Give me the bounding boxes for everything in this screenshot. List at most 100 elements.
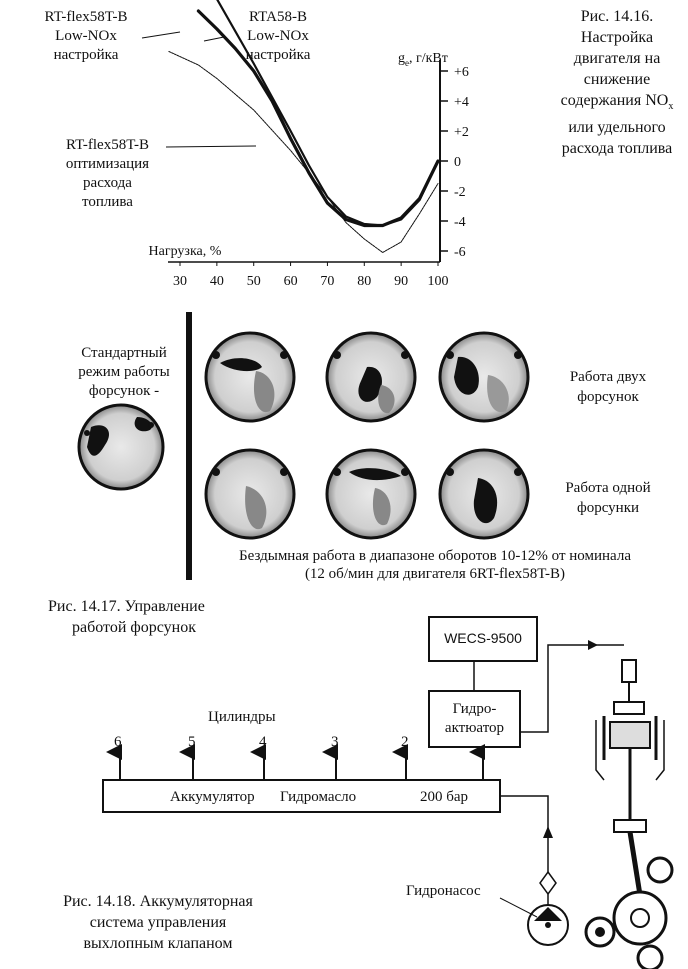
label-line: RT-flex58T-B	[44, 9, 128, 25]
ge-symbol: g	[398, 51, 405, 66]
spray-plume	[253, 371, 275, 413]
fig1416-caption: Рис. 14.16. Настройка двигателя на сниже…	[552, 6, 682, 159]
ge-sub: e	[405, 57, 409, 68]
cylinder-feed-arrows	[106, 744, 485, 780]
check-valve	[539, 870, 557, 896]
spray-plume	[220, 358, 262, 372]
injector-nozzle	[212, 351, 220, 359]
pump-label: Гидронасос	[406, 883, 481, 899]
spray-plume	[358, 366, 382, 402]
x-tick-label: 90	[394, 274, 408, 289]
caption-line: Рис. 14.17. Управление	[48, 598, 205, 615]
injector-nozzle	[84, 430, 90, 436]
fig1417-caption: Рис. 14.17. Управление работой форсунок	[48, 596, 205, 638]
injector-nozzle	[333, 351, 341, 359]
label-line: RTA58-B	[249, 9, 307, 25]
line-arrowhead	[543, 826, 553, 838]
wecs-box	[428, 616, 538, 662]
injector-nozzle	[401, 468, 409, 476]
label-line: Low-NOx	[55, 28, 117, 44]
y-tick-label: -4	[454, 215, 466, 230]
engine-crank-mechanism	[584, 659, 674, 969]
leader-line-flex-lownox	[141, 31, 181, 39]
x-tick-label: 100	[428, 274, 449, 289]
y-tick-label: 0	[454, 155, 461, 170]
rail-accumulator-text: Аккумулятор	[170, 789, 255, 805]
cylinder-two-injectors-c	[438, 331, 530, 423]
wecs-label: WECS-9500	[444, 630, 522, 646]
connecting-rod	[627, 831, 643, 896]
x-tick-label: 60	[284, 274, 298, 289]
spray-plume	[487, 375, 509, 413]
x-tick-label: 50	[247, 274, 261, 289]
fig1418-caption: Рис. 14.18. Аккумуляторная система управ…	[28, 891, 288, 954]
ge-unit: , г/кВт	[409, 51, 448, 66]
series-line-1	[196, 9, 440, 228]
injector-nozzle	[446, 468, 454, 476]
pump-shaft	[545, 922, 551, 928]
label-line: режим работы	[78, 364, 170, 380]
bottom-gear	[636, 944, 664, 969]
caption-line: работой форсунок	[72, 619, 196, 636]
spray-plume-left	[87, 425, 110, 456]
label-line: Low-NOx	[247, 28, 309, 44]
label-line: форсунок	[577, 389, 639, 405]
cylinder-one-injector-c	[438, 448, 530, 540]
y-tick-label: +4	[454, 95, 469, 110]
y-tick-label: +6	[454, 65, 469, 80]
label-line: RT-flex58T-B	[66, 137, 149, 153]
cylinder-number-3: 3	[331, 734, 339, 750]
cylinder-standard	[77, 403, 165, 491]
cylinder-number-4: 4	[259, 734, 267, 750]
leader-line-rta-lownox	[203, 36, 225, 42]
note-line: (12 об/мин для двигателя 6RT-flex58T-B)	[304, 566, 566, 582]
cylinder-one-injector-a	[204, 448, 296, 540]
rail-oil-text: Гидромасло	[280, 789, 357, 805]
caption-line: содержания NOx	[552, 90, 682, 117]
spray-plume	[454, 356, 479, 395]
cylinder-one-injector-b	[325, 448, 417, 540]
label-line: топлива	[82, 194, 133, 210]
label-line: Работа одной	[565, 480, 651, 496]
divider-bar	[186, 312, 192, 580]
rail-feed-line	[500, 795, 549, 905]
cylinder-two-injectors-a	[204, 331, 296, 423]
caption-nox-sub: x	[668, 101, 674, 113]
leader-line-flex-opt	[165, 145, 257, 148]
cylinder-number-6: 6	[114, 734, 122, 750]
caption-line: Настройка	[580, 29, 654, 46]
injector-nozzle	[212, 468, 220, 476]
injector-figure	[77, 312, 530, 580]
hydraulic-pump	[527, 904, 569, 946]
cylinders-label: Цилиндры	[208, 709, 276, 725]
top-gear	[646, 856, 674, 884]
injector-nozzle	[514, 468, 522, 476]
exhaust-valve-top	[621, 659, 637, 683]
caption-nox: содержания NO	[560, 92, 669, 109]
pump-triangle	[534, 907, 562, 921]
caption-line: выхлопным клапаном	[83, 935, 233, 952]
label-line: Работа двух	[569, 369, 647, 385]
actuator-box	[428, 690, 521, 748]
injector-nozzle	[280, 468, 288, 476]
label-flex-lownox: RT-flex58T-B Low-NOx настройка	[30, 8, 142, 65]
engine-frame	[595, 720, 665, 781]
label-flex-opt: RT-flex58T-B оптимизация расхода топлива	[50, 136, 165, 212]
label-line: Гидро-	[452, 701, 497, 717]
y-tick-label: -2	[454, 185, 466, 200]
x-tick-label: 30	[173, 274, 187, 289]
crosshead	[613, 819, 647, 833]
label-line: Стандартный	[81, 345, 167, 361]
cylinder-number-2: 2	[401, 734, 409, 750]
line-arrowhead	[588, 640, 598, 650]
label-line: настройка	[245, 47, 311, 63]
caption-line: расхода топлива	[561, 140, 673, 158]
label-line: форсунки	[576, 500, 640, 516]
series-line-2	[216, 0, 440, 227]
label-standard-mode: Стандартный режим работы форсунок -	[70, 344, 178, 401]
y-tick-label: +2	[454, 125, 469, 140]
spray-plume	[245, 486, 267, 530]
label-line: форсунок -	[88, 383, 160, 399]
injector-nozzle	[446, 351, 454, 359]
caption-line: снижение	[583, 71, 651, 88]
